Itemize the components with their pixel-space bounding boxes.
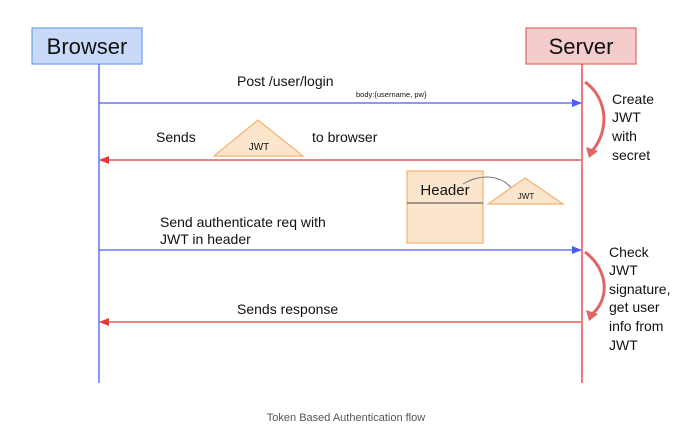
browser-label: Browser: [47, 34, 128, 59]
check-note-line: info from: [609, 318, 663, 334]
sends-jwt-message: Sends JWT to browser: [99, 119, 581, 164]
check-jwt-note: Check JWT signature, get user info from …: [609, 244, 674, 353]
check-note-line: JWT: [609, 262, 638, 278]
header-label: Header: [420, 182, 469, 199]
create-jwt-note: Create JWT with secret: [611, 91, 658, 163]
response-label: Sends response: [237, 301, 338, 317]
response-message: Sends response: [99, 301, 581, 326]
sends-label: Sends: [156, 129, 196, 145]
check-note-line: signature,: [609, 281, 670, 297]
figure-caption: Token Based Authentication flow: [267, 412, 425, 424]
check-note-line: get user: [609, 299, 660, 315]
header-box: Header JWT: [406, 170, 565, 244]
browser-participant: Browser: [31, 27, 143, 65]
create-note-line: Create: [612, 91, 654, 107]
login-message: Post /user/login body:{username, pw}: [99, 73, 582, 107]
header-jwt-label: JWT: [518, 192, 535, 201]
jwt-token-triangle: JWT: [212, 119, 305, 157]
create-note-line: secret: [612, 147, 650, 163]
create-jwt-arc: [584, 80, 606, 158]
auth-request-line1: Send authenticate req with: [160, 214, 326, 230]
auth-request-message: Send authenticate req with JWT in header: [99, 214, 582, 254]
server-participant: Server: [525, 27, 637, 65]
check-note-line: Check: [609, 244, 650, 260]
server-label: Server: [549, 34, 614, 59]
login-body-label: body:{username, pw}: [356, 90, 427, 99]
auth-request-line2: JWT in header: [160, 231, 251, 247]
check-note-line: JWT: [609, 337, 638, 353]
jwt-token-label: JWT: [249, 142, 270, 153]
create-note-line: with: [611, 128, 637, 144]
login-label: Post /user/login: [237, 73, 334, 89]
check-jwt-arc: [584, 250, 606, 321]
create-note-line: JWT: [612, 109, 641, 125]
to-browser-label: to browser: [312, 129, 378, 145]
header-jwt-triangle: JWT: [486, 177, 565, 205]
